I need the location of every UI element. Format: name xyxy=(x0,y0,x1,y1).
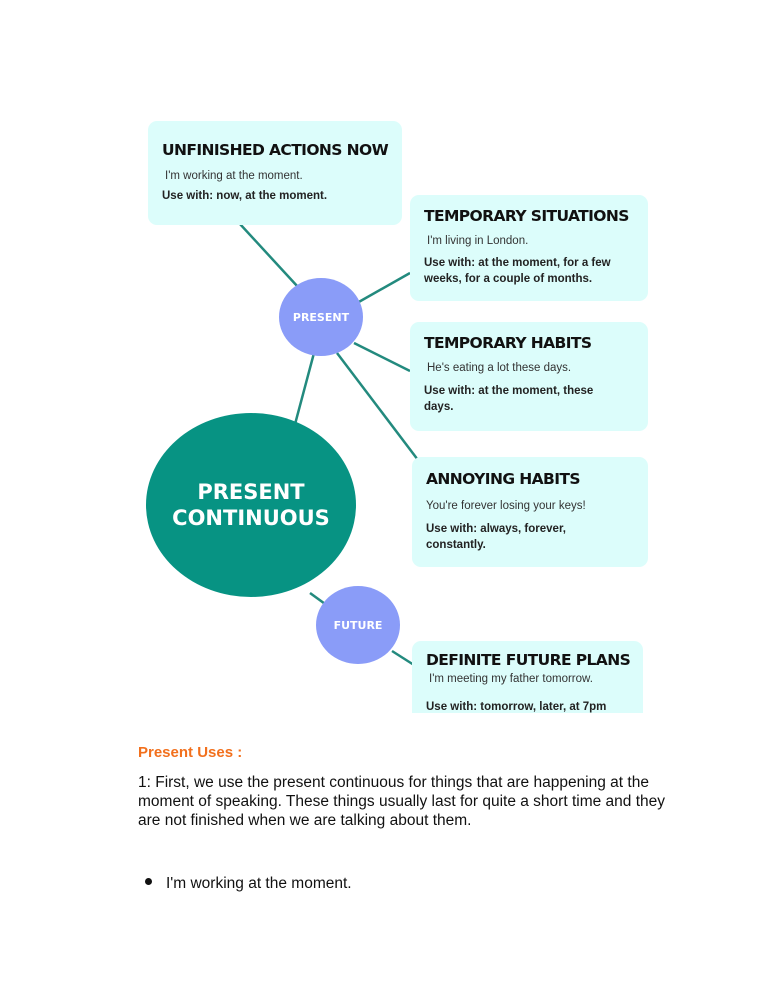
connector xyxy=(336,352,419,461)
bullet-icon xyxy=(145,878,152,886)
box-example: I'm working at the moment. xyxy=(165,170,303,182)
box-temporary-situations: TEMPORARY SITUATIONS I'm living in Londo… xyxy=(410,195,648,301)
connector xyxy=(239,223,299,288)
bullet-item: I'm working at the moment. xyxy=(145,875,352,893)
box-example: I'm living in London. xyxy=(427,235,529,247)
box-example: I'm meeting my father tomorrow. xyxy=(429,673,593,685)
box-title: ANNOYING HABITS xyxy=(426,470,581,488)
connector-lines xyxy=(239,223,419,667)
present-node: PRESENT xyxy=(279,278,363,356)
connector xyxy=(391,649,415,667)
present-label: PRESENT xyxy=(292,310,350,324)
box-example: He's eating a lot these days. xyxy=(427,362,572,374)
section-heading: Present Uses : xyxy=(138,744,243,761)
box-use-with: Use with: tomorrow, later, at 7pm xyxy=(426,701,607,713)
future-node: FUTURE xyxy=(316,586,400,664)
box-title: TEMPORARY HABITS xyxy=(424,334,592,352)
connector xyxy=(353,341,411,373)
box-use-with: Use with: now, at the moment. xyxy=(162,190,328,202)
present-continuous-diagram: UNFINISHED ACTIONS NOW I'm working at th… xyxy=(142,113,648,713)
box-example: You're forever losing your keys! xyxy=(426,500,586,512)
box-title: TEMPORARY SITUATIONS xyxy=(424,207,629,225)
paragraph-line: 1: First, we use the present continuous … xyxy=(138,774,649,791)
box-use-with: Use with: always, forever,constantly. xyxy=(426,523,566,551)
paragraph-line: moment of speaking. These things usually… xyxy=(138,793,665,810)
box-annoying-habits: ANNOYING HABITS You're forever losing yo… xyxy=(412,457,648,567)
bullet-text: I'm working at the moment. xyxy=(166,875,352,892)
paragraph: 1: First, we use the present continuous … xyxy=(138,773,665,830)
connector xyxy=(356,271,411,305)
box-title: DEFINITE FUTURE PLANS xyxy=(426,651,631,669)
future-label: FUTURE xyxy=(333,618,383,632)
box-temporary-habits: TEMPORARY HABITS He's eating a lot these… xyxy=(410,322,648,431)
paragraph-line: are not finished when we are talking abo… xyxy=(138,812,472,829)
box-definite-future-plans: DEFINITE FUTURE PLANS I'm meeting my fat… xyxy=(412,641,643,713)
box-title: UNFINISHED ACTIONS NOW xyxy=(162,141,389,159)
box-unfinished-actions: UNFINISHED ACTIONS NOW I'm working at th… xyxy=(148,121,402,225)
